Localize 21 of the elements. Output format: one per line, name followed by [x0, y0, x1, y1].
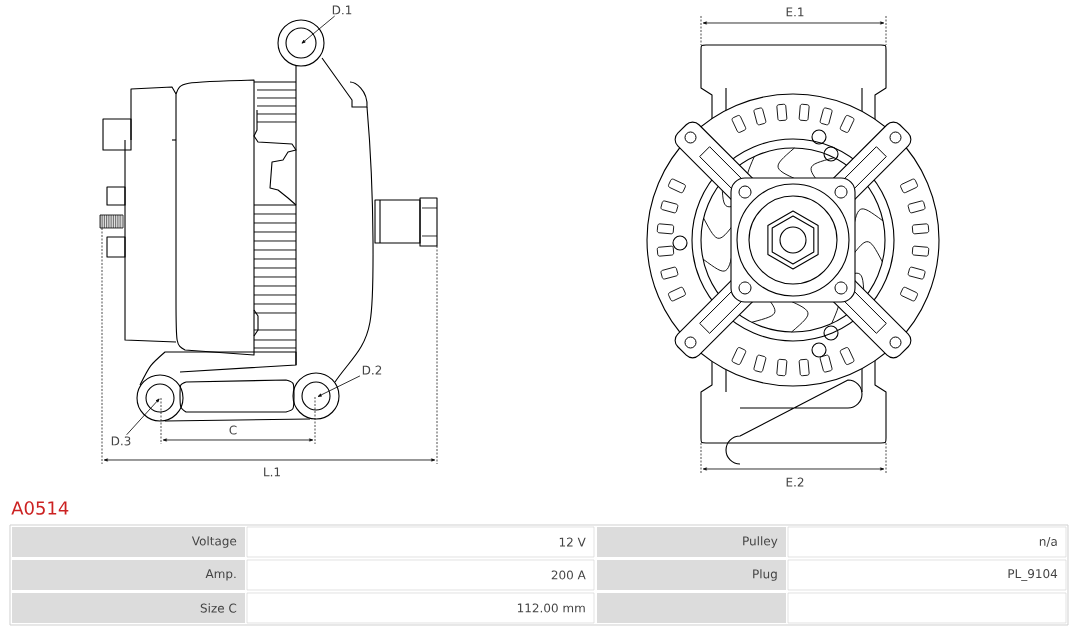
callout-label: D.3	[111, 436, 131, 446]
leader-line	[317, 375, 361, 397]
leader-line	[126, 398, 160, 436]
callout-label: D.1	[332, 5, 352, 15]
table-cell: Plug	[597, 560, 786, 590]
dimension-label: L.1	[264, 467, 280, 477]
table-cell: 112.00 mm	[246, 592, 595, 624]
table-cell: 12 V	[246, 526, 595, 558]
dimension-label: C	[229, 425, 237, 435]
callout-label: D.2	[362, 365, 382, 375]
table-cell: Size C	[12, 593, 245, 623]
table-cell: Pulley	[597, 527, 786, 557]
table-cell: Voltage	[12, 527, 245, 557]
table-cell: PL_9104	[787, 559, 1067, 591]
part-number-title: A0514	[11, 501, 69, 515]
dimension-label: E.1	[786, 7, 804, 17]
dimension-label: E.2	[786, 477, 804, 487]
table-cell: n/a	[787, 526, 1067, 558]
table-cell: 200 A	[246, 559, 595, 591]
table-cell: Amp.	[12, 560, 245, 590]
leader-line	[301, 15, 336, 44]
